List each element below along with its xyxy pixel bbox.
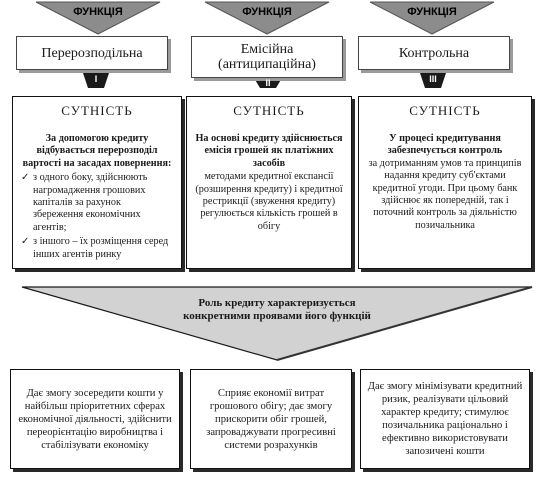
function-triangle-3	[369, 1, 495, 35]
function-name-redistributive: Перерозподільна	[16, 36, 168, 70]
outcome-text: Дає змогу зосередити кошти у найбільш пр…	[18, 387, 172, 451]
roman-numeral-2: II	[265, 78, 271, 88]
essence-bullet: ✓ з іншого – їх розміщення серед інших а…	[21, 236, 169, 260]
function-triangle-2	[204, 1, 330, 35]
connector-3	[419, 70, 447, 88]
outcome-box-2: Сприяє економії витрат грошового обігу; …	[190, 369, 352, 469]
checkmark-icon: ✓	[21, 172, 30, 184]
essence-box-3: СУТНІСТЬ У процесі кредитування забезпеч…	[358, 96, 532, 269]
essence-lead: На основі кредиту здійснюється емісія гр…	[195, 133, 343, 169]
essence-title: СУТНІСТЬ	[61, 103, 133, 118]
function-label-2: ФУНКЦІЯ	[242, 6, 292, 18]
essence-title: СУТНІСТЬ	[233, 103, 305, 118]
roman-numeral-3: III	[429, 74, 437, 84]
connector-2	[254, 78, 282, 88]
function-name-emission: Емісійна (антиципаційна)	[191, 36, 343, 78]
essence-lead: За допомогою кредиту відбувається переро…	[22, 133, 172, 169]
essence-box-1: СУТНІСТЬ За допомогою кредиту відбуваєть…	[12, 96, 182, 269]
essence-title: СУТНІСТЬ	[409, 103, 481, 118]
outcome-text: Сприяє економії витрат грошового обігу; …	[206, 387, 336, 451]
checkmark-icon: ✓	[21, 236, 30, 248]
function-name-text: Емісійна (антиципаційна)	[218, 42, 316, 72]
roman-numeral-1: I	[94, 74, 98, 84]
essence-box-2: СУТНІСТЬ На основі кредиту здійснюється …	[186, 96, 352, 269]
function-label-3: ФУНКЦІЯ	[407, 6, 457, 18]
outcome-box-3: Дає змогу мінімізувати кредитний ризик, …	[360, 369, 530, 469]
role-caption: Роль кредиту характеризується конкретним…	[183, 297, 371, 322]
function-name-text: Перерозподільна	[41, 45, 143, 61]
function-label-1: ФУНКЦІЯ	[73, 6, 123, 18]
essence-bullet: ✓ з одного боку, здійснюють нагромадженн…	[21, 172, 148, 233]
connector-1	[82, 70, 110, 88]
function-name-text: Контрольна	[398, 45, 470, 61]
essence-lead: У процесі кредитування забезпечується ко…	[387, 133, 503, 157]
function-name-control: Контрольна	[358, 36, 510, 70]
outcome-box-1: Дає змогу зосередити кошти у найбільш пр…	[10, 369, 180, 469]
function-triangle-1	[35, 1, 161, 35]
essence-text: за дотриманням умов та принципів надання…	[368, 157, 522, 231]
essence-text: методами кредитної експансії (розширення…	[195, 171, 343, 232]
outcome-text: Дає змогу мінімізувати кредитний ризик, …	[367, 381, 523, 457]
